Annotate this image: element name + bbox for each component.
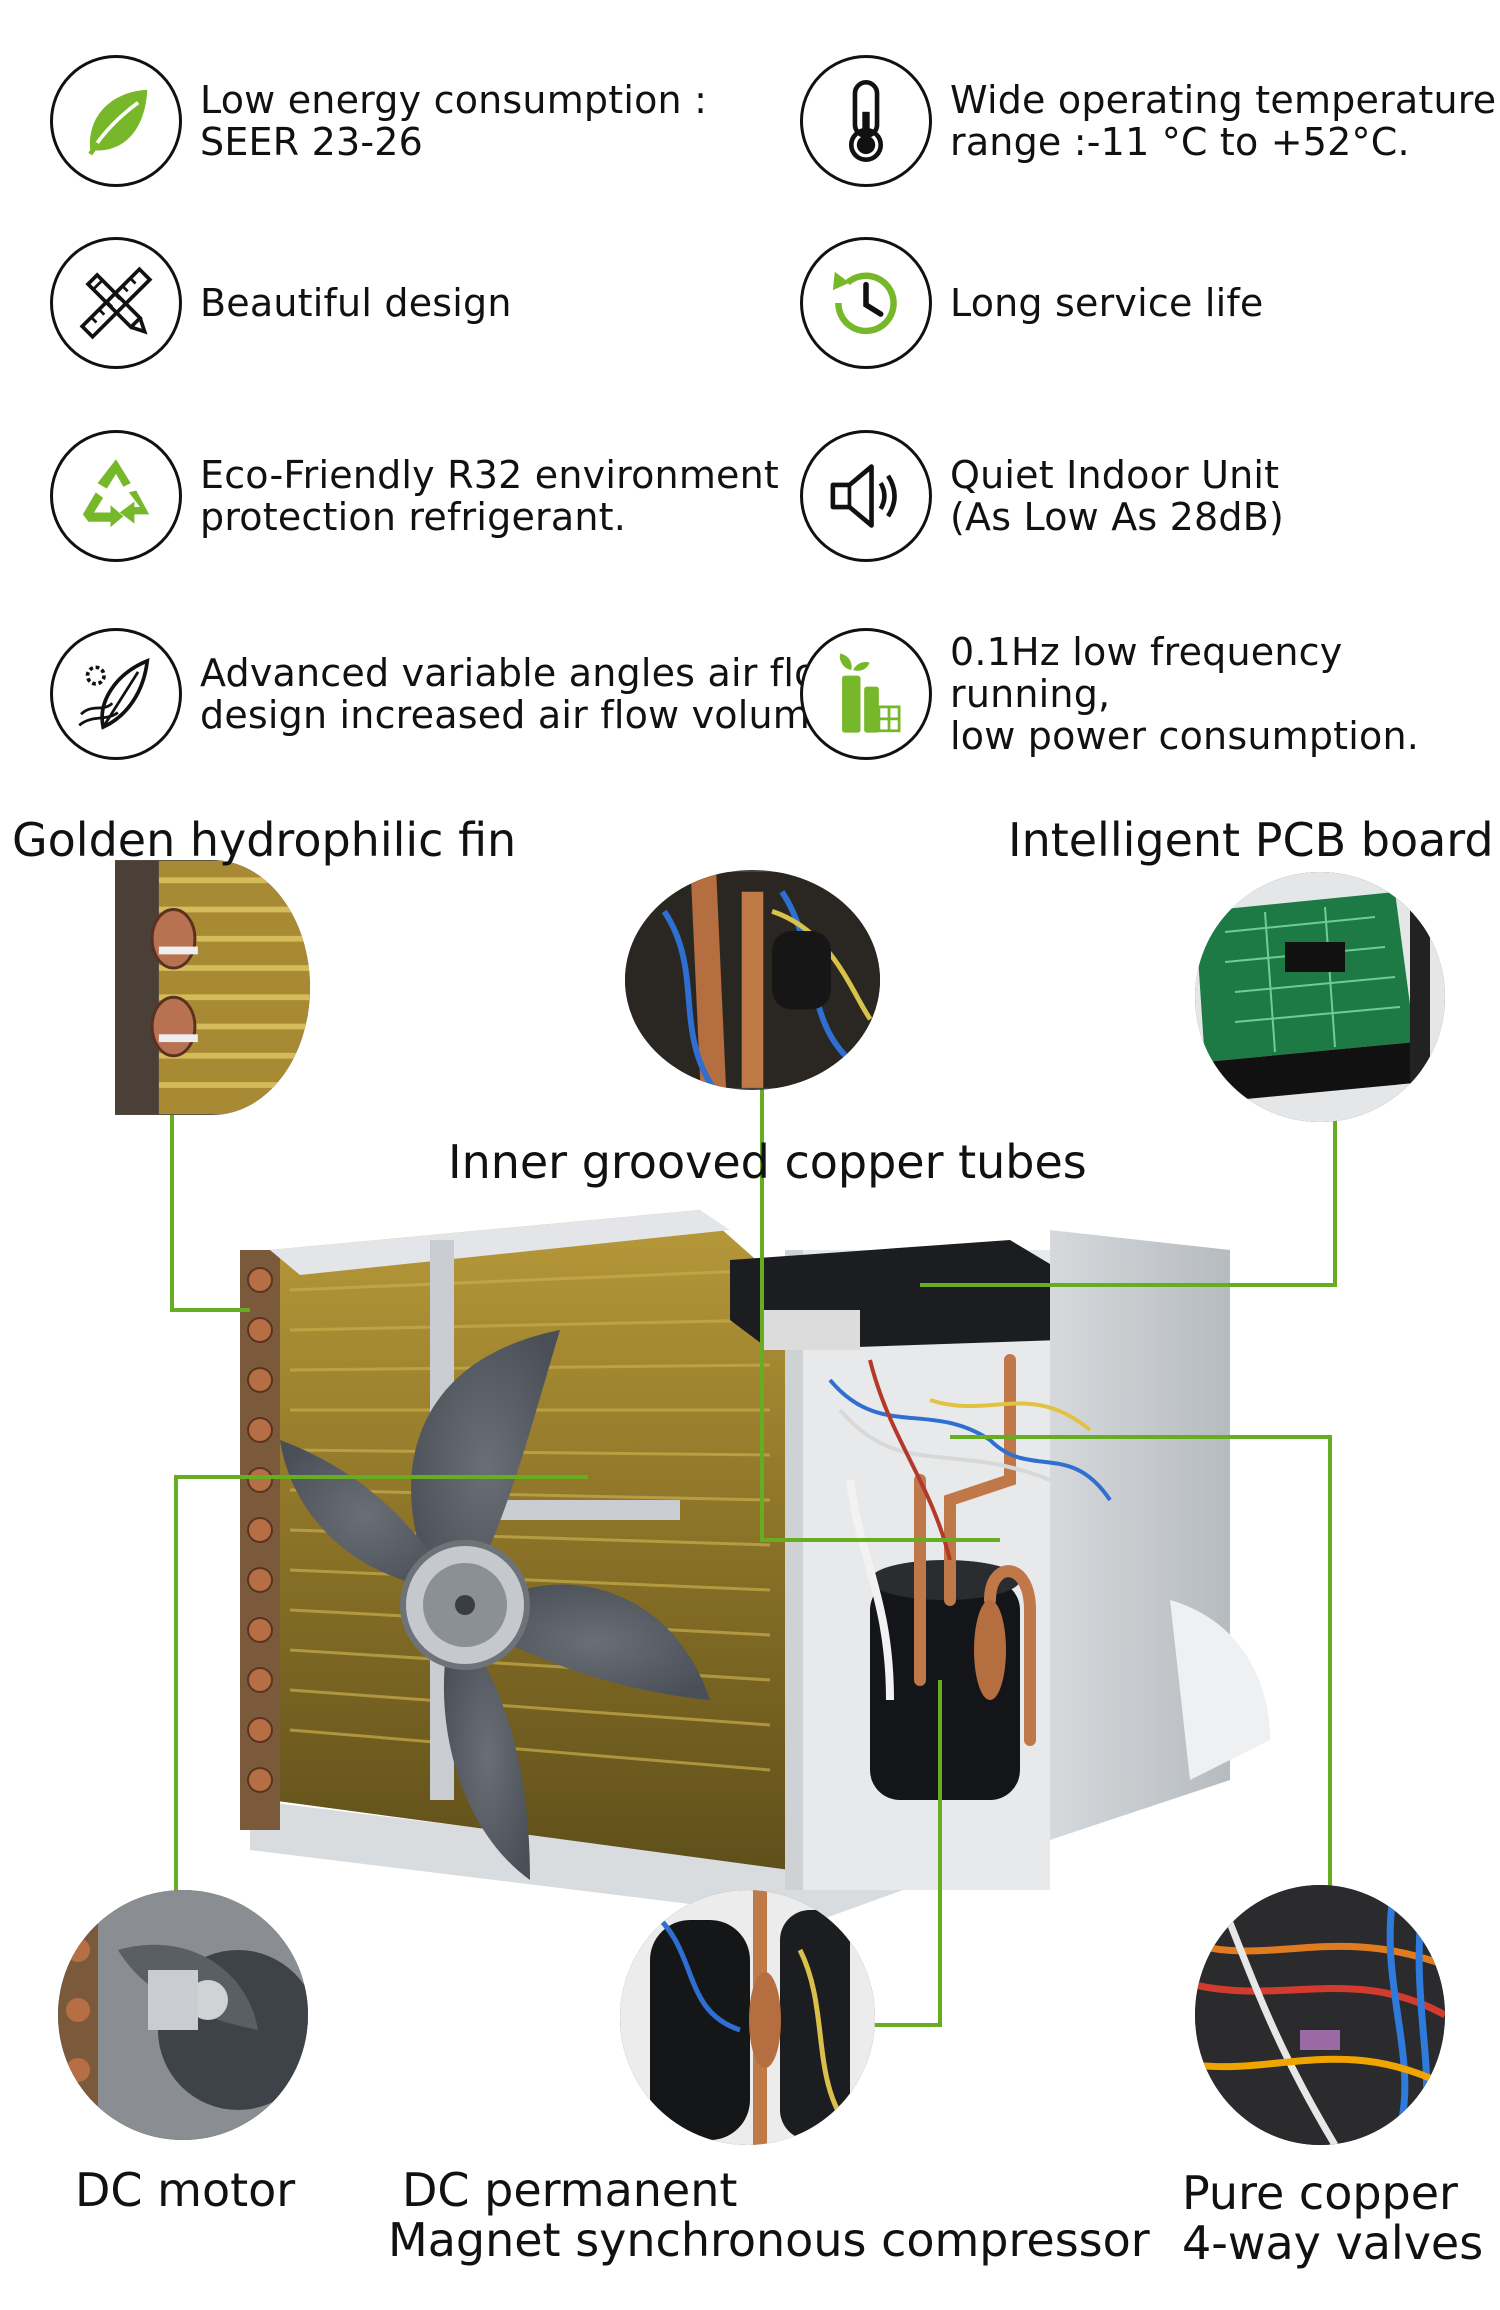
feature-low-frequency: 0.1Hz low frequency running, low power c… — [800, 628, 1500, 760]
feature-design-text: Beautiful design — [200, 281, 512, 325]
feature-energy-text: Low energy consumption : SEER 23-26 — [200, 78, 708, 164]
feature-temperature: Wide operating temperature range :-11 °C… — [800, 55, 1496, 187]
feature-service-life-text: Long service life — [950, 281, 1264, 325]
label-dc-motor: DC motor — [75, 2163, 296, 2217]
feature-energy: Low energy consumption : SEER 23-26 — [50, 55, 707, 187]
battery-plant-icon — [800, 628, 932, 760]
copper-tubes-closeup-image — [625, 870, 880, 1090]
feature-low-frequency-text: 0.1Hz low frequency running, low power c… — [950, 630, 1420, 758]
feature-airflow: Advanced variable angles air flow design… — [50, 628, 849, 760]
label-compressor-line2: Magnet synchronous compressor — [388, 2213, 1150, 2267]
four-way-valve-closeup-image — [1195, 1885, 1445, 2145]
leader-line-copper-tubes — [760, 1050, 1000, 1542]
feature-eco-text: Eco-Friendly R32 environment protection … — [200, 453, 779, 539]
recycle-icon — [50, 430, 182, 562]
leaf-icon — [50, 55, 182, 187]
feature-quiet: Quiet Indoor Unit (As Low As 28dB) — [800, 430, 1284, 562]
airflow-gear-icon — [50, 628, 182, 760]
leader-line-valves — [950, 1435, 1332, 2030]
compressor-closeup-image — [620, 1890, 875, 2145]
design-tools-icon — [50, 237, 182, 369]
thermometer-icon — [800, 55, 932, 187]
label-inner-grooved-copper-tubes: Inner grooved copper tubes — [448, 1135, 1087, 1189]
feature-temperature-text: Wide operating temperature range :-11 °C… — [950, 78, 1497, 164]
feature-design: Beautiful design — [50, 237, 512, 369]
label-compressor-line1: DC permanent — [402, 2163, 738, 2217]
leader-line-fin — [170, 1100, 250, 1312]
leader-line-motor — [174, 1475, 588, 1960]
pcb-board-closeup-image — [1195, 872, 1445, 1122]
leader-line-pcb — [920, 1080, 1337, 1287]
label-valves-line2: 4-way valves — [1182, 2216, 1484, 2270]
label-valves-line1: Pure copper — [1182, 2166, 1458, 2220]
label-intelligent-pcb-board: Intelligent PCB board — [1008, 813, 1494, 867]
clock-icon — [800, 237, 932, 369]
speaker-icon — [800, 430, 932, 562]
feature-eco: Eco-Friendly R32 environment protection … — [50, 430, 779, 562]
feature-quiet-text: Quiet Indoor Unit (As Low As 28dB) — [950, 453, 1285, 539]
dc-motor-closeup-image — [58, 1890, 308, 2140]
feature-service-life: Long service life — [800, 237, 1264, 369]
fin-closeup-image — [115, 860, 310, 1115]
label-golden-hydrophilic-fin: Golden hydrophilic fin — [12, 813, 517, 867]
